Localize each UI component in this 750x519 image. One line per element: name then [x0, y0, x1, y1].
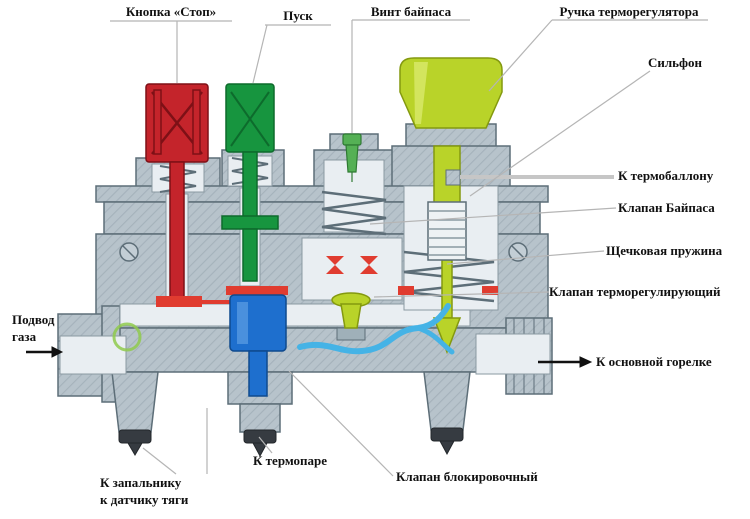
label-bellows: Сильфон	[648, 55, 703, 70]
label-gas-supply: Подвод газа	[12, 312, 54, 346]
bypass-screw-part	[342, 133, 362, 182]
label-thermostat-knob: Ручка терморегулятора	[559, 4, 699, 19]
label-stop-button: Кнопка «Стоп»	[125, 4, 217, 19]
label-to-pilot-line2: к датчику тяги	[100, 491, 189, 507]
label-bypass-valve: Клапан Байпаса	[618, 200, 715, 215]
main-burner-arrow	[538, 356, 593, 368]
label-gas-supply-line2: газа	[12, 328, 37, 344]
label-gas-supply-line1: Подвод	[12, 312, 55, 327]
inlet-gasket	[112, 322, 142, 352]
leader-lines	[110, 19, 708, 477]
bellows-part	[427, 201, 467, 261]
label-start-button: Пуск	[283, 8, 313, 23]
label-bypass-screw: Винт байпаса	[370, 4, 452, 19]
label-thermoregulating-valve: Клапан терморегулирующий	[549, 284, 721, 299]
flange-screws	[119, 242, 528, 262]
label-to-thermal-bulb: К термобаллону	[618, 168, 714, 183]
poppet-seat	[336, 327, 366, 341]
label-cheek-spring: Щечковая пружина	[606, 243, 723, 258]
gas-inlet-arrow	[26, 346, 64, 358]
bottom-fittings	[118, 427, 464, 458]
capillary-tube	[445, 169, 614, 186]
blocking-valve-assembly	[229, 294, 287, 397]
label-to-pilot-line1: К запальнику	[100, 475, 182, 490]
stop-button-assembly	[145, 83, 209, 301]
label-to-thermocouple: К термопаре	[253, 453, 328, 468]
red-seals	[156, 256, 498, 307]
gas-flow-path	[297, 303, 455, 355]
label-blocking-valve: Клапан блокировочный	[396, 469, 538, 484]
label-to-pilot: К запальнику к датчику тяги	[100, 475, 188, 509]
label-to-main-burner: К основной горелке	[596, 354, 712, 369]
start-button-assembly	[221, 83, 279, 282]
